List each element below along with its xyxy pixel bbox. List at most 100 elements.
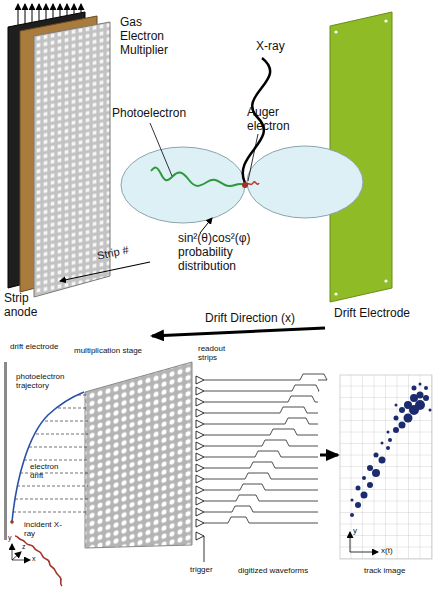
pixel xyxy=(423,395,429,401)
waveform xyxy=(204,506,318,512)
mount-hole xyxy=(384,19,387,22)
waveform xyxy=(204,396,318,402)
pixel xyxy=(379,457,386,464)
axis-label: y xyxy=(353,526,357,535)
pixel xyxy=(374,453,379,458)
part-label: digitized waveforms xyxy=(238,566,308,575)
pixel xyxy=(356,486,361,491)
readout-arrow xyxy=(53,4,54,18)
pixel xyxy=(361,492,368,499)
pixel xyxy=(395,404,398,407)
part-label: drift electrode xyxy=(10,342,60,351)
pixel xyxy=(388,438,392,442)
strip-index-arrow xyxy=(60,262,150,281)
readout-arrow xyxy=(81,4,82,13)
amplifier xyxy=(196,431,204,439)
amplifier xyxy=(196,497,204,505)
axis-label: x xyxy=(32,555,36,563)
pixel xyxy=(367,465,373,471)
amplifier xyxy=(196,398,204,406)
trigger-amplifier xyxy=(196,532,204,540)
waveform xyxy=(204,374,327,380)
amplifier xyxy=(196,486,204,494)
pixel xyxy=(399,422,406,429)
interaction-point xyxy=(10,520,14,524)
pixel xyxy=(394,416,399,421)
multiplication-mesh xyxy=(85,362,192,548)
pixel xyxy=(417,392,424,399)
amplifier xyxy=(196,508,204,516)
axis-y xyxy=(350,532,351,552)
amplifiers xyxy=(196,376,204,540)
amplifier xyxy=(196,409,204,417)
formula-label: sin²(θ)cos²(φ) probability distribution xyxy=(178,232,274,273)
part-label: X-ray xyxy=(256,40,285,54)
amplifier xyxy=(196,387,204,395)
waveform xyxy=(204,385,319,391)
pixel xyxy=(404,414,413,423)
pixel xyxy=(386,446,390,450)
pixel xyxy=(387,431,390,434)
part-label: Drift Electrode xyxy=(334,307,410,321)
drift-direction-arrow xyxy=(152,328,325,336)
leader-arrow xyxy=(200,218,212,233)
readout-arrow xyxy=(46,4,47,20)
readout-arrow xyxy=(32,4,33,22)
waveform xyxy=(204,473,318,479)
readout-arrow xyxy=(60,4,61,17)
pixel xyxy=(393,427,399,433)
mount-hole xyxy=(334,292,337,295)
pixel xyxy=(350,513,354,517)
pixel xyxy=(362,476,366,480)
part-label: multiplication stage xyxy=(74,346,144,355)
drift-line xyxy=(58,408,88,409)
drift-electrode-bar xyxy=(4,362,7,540)
waveform xyxy=(204,451,318,457)
conversion-arrow xyxy=(320,454,338,457)
drift-line xyxy=(13,512,88,513)
waveform xyxy=(204,429,318,435)
mount-hole xyxy=(384,279,387,282)
track-image-grid xyxy=(340,375,432,559)
leader-line xyxy=(248,134,258,181)
waveform xyxy=(204,484,318,490)
part-label: Strip anode xyxy=(4,292,48,320)
readout-arrow xyxy=(25,4,26,24)
part-label: Auger electron xyxy=(247,106,299,134)
pixel xyxy=(415,400,425,410)
readout-arrow xyxy=(67,4,68,16)
readout-arrow xyxy=(74,4,75,14)
axis-z xyxy=(12,552,21,560)
emission-lobe xyxy=(247,146,363,218)
part-label: photoelectron trajectory xyxy=(16,372,80,390)
pixel xyxy=(399,407,405,413)
amplifier xyxy=(196,420,204,428)
pixel xyxy=(429,409,432,412)
waveforms xyxy=(204,374,327,523)
emission-lobe xyxy=(121,147,245,223)
trigger-line xyxy=(204,536,205,562)
part-label: incident X-ray xyxy=(24,520,64,538)
incident-xray xyxy=(15,536,62,586)
photoelectron-trajectory xyxy=(12,392,84,522)
waveform xyxy=(204,407,318,413)
pixel xyxy=(355,502,361,508)
waveform xyxy=(204,418,318,424)
signal-label: trigger xyxy=(190,565,213,574)
part-label: Photoelectron xyxy=(112,107,186,121)
drift-line xyxy=(15,499,88,500)
interaction-point xyxy=(242,182,248,188)
waveform xyxy=(204,517,318,523)
track-pixels xyxy=(350,383,432,518)
drift-line xyxy=(29,447,88,448)
pixel xyxy=(424,386,428,390)
waveform xyxy=(204,440,318,446)
part-label: electron drift xyxy=(30,462,70,480)
pixel xyxy=(351,499,354,502)
amplifier xyxy=(196,464,204,472)
amplifier xyxy=(196,442,204,450)
photoelectron-track xyxy=(151,168,245,187)
amplifier xyxy=(196,519,204,527)
amplifier xyxy=(196,453,204,461)
